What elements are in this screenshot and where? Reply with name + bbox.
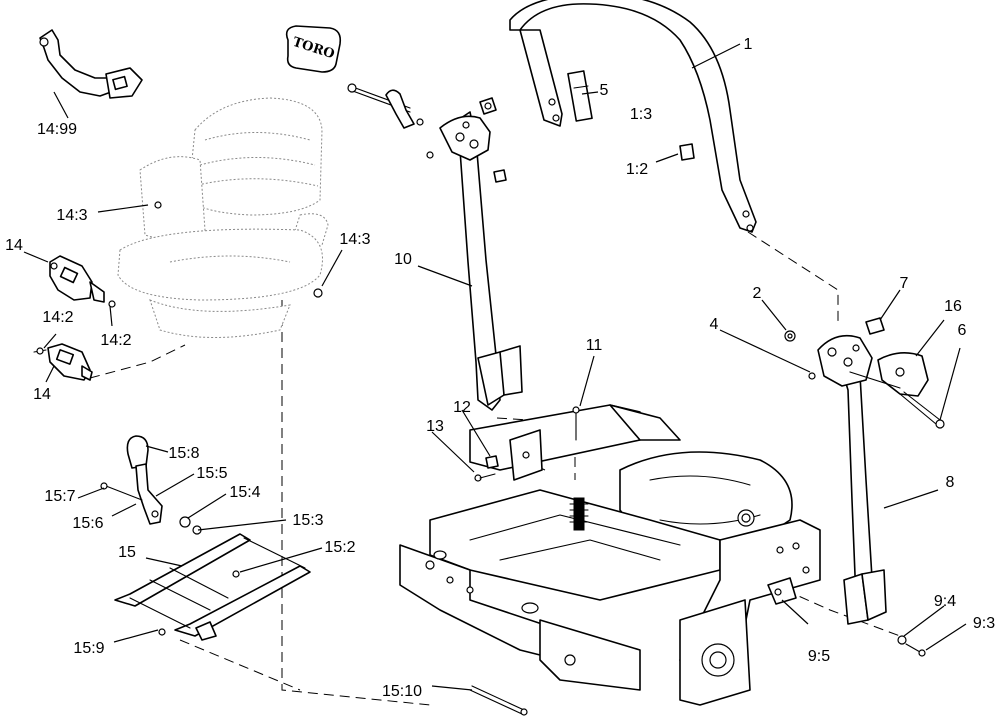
callout-15-3: 15:3 xyxy=(292,512,323,529)
callout-12: 12 xyxy=(453,399,471,416)
callout-15-6: 15:6 xyxy=(72,515,103,532)
right-rops-bracket xyxy=(817,334,887,625)
callout-15-10: 15:10 xyxy=(382,683,422,700)
callout-2: 2 xyxy=(753,285,762,302)
callout-9-4: 9:4 xyxy=(934,593,956,610)
callout-1-3: 1:3 xyxy=(630,106,652,123)
callout-6: 6 xyxy=(958,322,967,339)
right-upper-hardware xyxy=(784,317,945,429)
callout-11: 11 xyxy=(586,337,603,354)
long-bolt xyxy=(469,685,528,716)
callout-13: 13 xyxy=(426,418,444,435)
callout-14-lower: 14 xyxy=(33,386,51,403)
callout-16: 16 xyxy=(944,298,962,315)
callout-1-2: 1:2 xyxy=(626,161,648,178)
callout-1: 1 xyxy=(744,36,753,53)
bottom-right-hardware xyxy=(774,588,926,657)
left-upper-hardware xyxy=(347,83,507,183)
toro-decal: TORO xyxy=(285,25,342,73)
callout-15-5: 15:5 xyxy=(196,465,227,482)
pedal-assembly xyxy=(100,435,311,641)
seat-switch-lower xyxy=(33,343,93,381)
callout-14-2-right: 14:2 xyxy=(100,332,131,349)
callout-9-5: 9:5 xyxy=(808,648,830,665)
callout-15-4: 15:4 xyxy=(229,484,260,501)
leader-lines xyxy=(23,43,967,691)
seat-switch-upper xyxy=(49,255,105,303)
callout-14-2-left: 14:2 xyxy=(42,309,73,326)
callout-15-2: 15:2 xyxy=(324,539,355,556)
callout-4: 4 xyxy=(710,316,719,333)
seat-belt-part xyxy=(39,29,143,99)
callout-7: 7 xyxy=(900,275,909,292)
callout-8: 8 xyxy=(946,474,955,491)
seat-part xyxy=(117,97,329,338)
callout-14-99: 14:99 xyxy=(37,121,77,138)
roll-bar-loop xyxy=(509,0,757,233)
seat-screws xyxy=(108,201,323,308)
main-frame xyxy=(399,404,821,706)
callout-14-upper: 14 xyxy=(5,237,23,254)
callout-14-3-right: 14:3 xyxy=(339,231,370,248)
callout-15: 15 xyxy=(118,544,136,561)
callout-15-9: 15:9 xyxy=(73,640,104,657)
callout-15-8: 15:8 xyxy=(168,445,199,462)
spacer-and-bolt xyxy=(474,455,499,482)
callout-15-7: 15:7 xyxy=(44,488,75,505)
roll-bar-decals xyxy=(567,70,695,161)
left-rops-bracket xyxy=(439,111,523,411)
callout-9-3: 9:3 xyxy=(973,615,995,632)
callout-14-3-upper: 14:3 xyxy=(56,207,87,224)
callout-labels: 1 5 1:3 1:2 2 7 16 4 6 8 9:4 9:3 9:5 10 … xyxy=(5,36,995,700)
callout-10: 10 xyxy=(394,251,412,268)
callout-5: 5 xyxy=(600,82,609,99)
